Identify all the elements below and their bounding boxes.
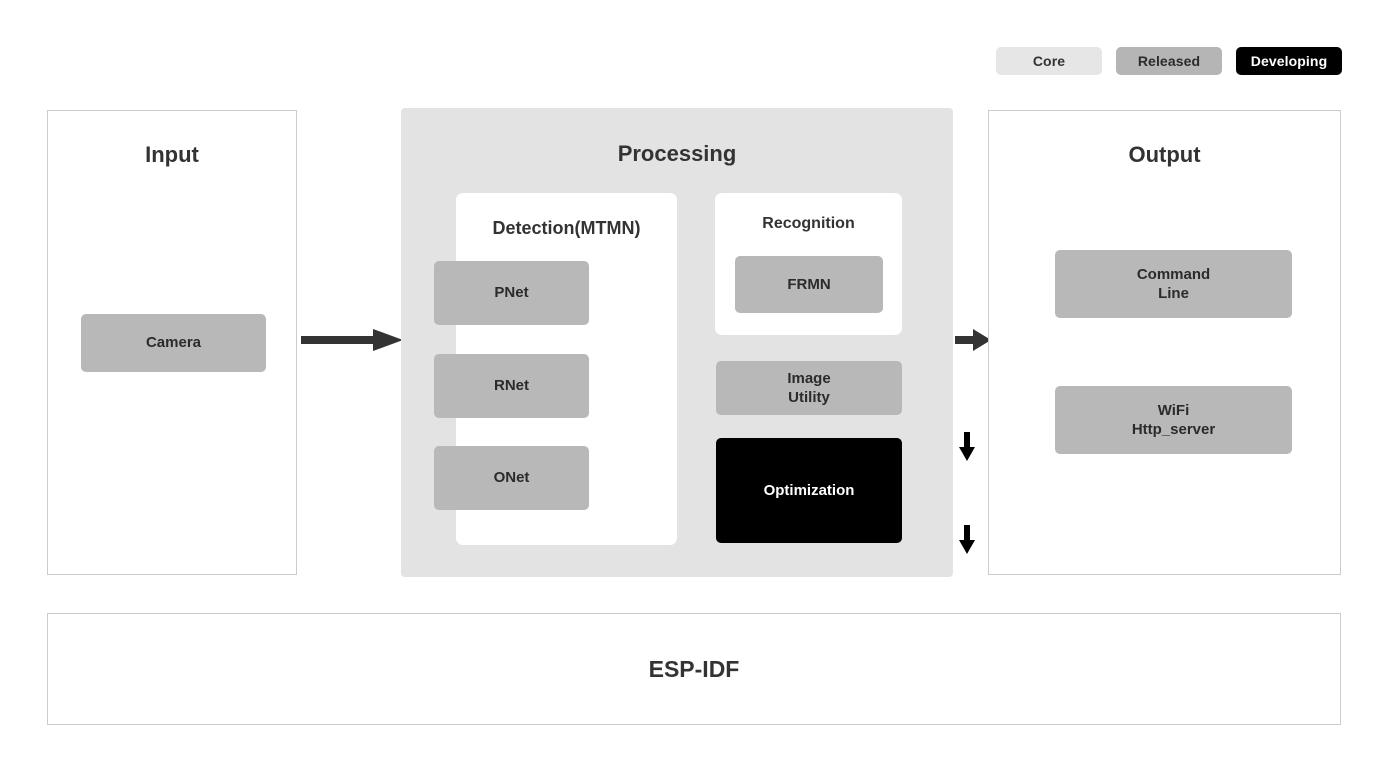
arrow-processing-to-output: [955, 327, 991, 353]
card-recognition-title: Recognition: [762, 215, 855, 232]
legend-chip-core[interactable]: Core: [996, 47, 1102, 75]
legend-chip-released-label: Released: [1137, 53, 1201, 69]
legend: Core Released Developing: [996, 47, 1342, 75]
node-wifi-http-server[interactable]: WiFi Http_server: [1055, 386, 1292, 454]
panel-input: Input Camera: [47, 110, 297, 575]
legend-chip-core-label: Core: [1032, 53, 1066, 69]
node-command-line[interactable]: Command Line: [1055, 250, 1292, 318]
node-camera[interactable]: Camera: [81, 314, 266, 372]
panel-output-title: Output: [1128, 142, 1201, 167]
node-pnet[interactable]: PNet: [434, 261, 589, 325]
legend-chip-developing[interactable]: Developing: [1236, 47, 1342, 75]
node-onet[interactable]: ONet: [434, 446, 589, 510]
arrow-rnet-to-onet: [959, 525, 975, 554]
panel-output: Output Command Line WiFi Http_server: [988, 110, 1341, 575]
esp-idf-label: ESP-IDF: [648, 655, 740, 682]
legend-chip-released[interactable]: Released: [1116, 47, 1222, 75]
card-detection-title: Detection(MTMN): [492, 218, 641, 238]
node-image-utility[interactable]: Image Utility: [716, 361, 902, 415]
panel-processing: Processing Detection(MTMN) PNet RNet ONe…: [401, 108, 975, 577]
node-optimization[interactable]: Optimization: [716, 438, 902, 543]
panel-esp-idf: ESP-IDF: [47, 613, 1341, 725]
panel-input-title: Input: [145, 142, 199, 167]
node-rnet[interactable]: RNet: [434, 354, 589, 418]
arrow-pnet-to-rnet: [959, 432, 975, 461]
legend-chip-developing-label: Developing: [1250, 53, 1328, 69]
arrow-input-to-processing: [301, 327, 403, 353]
node-frmn[interactable]: FRMN: [735, 256, 883, 313]
panel-processing-title: Processing: [617, 141, 737, 166]
